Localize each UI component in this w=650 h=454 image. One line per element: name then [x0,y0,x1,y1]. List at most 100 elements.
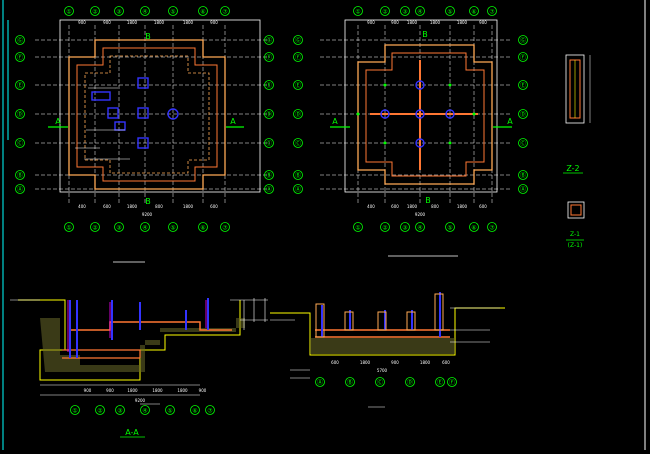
plan-right-axis-left-1 [293,35,303,45]
plan-left-axis-top-3-label: ③ [116,9,121,16]
plan-left-axis-top-5 [168,6,178,16]
plan-left-axis-right-3 [264,80,274,90]
section-aa-leaders [10,298,268,405]
plan-left-axis-bottom-5-label: ⑤ [170,225,175,232]
section-bb-posts [315,293,444,338]
plan-right-axis-bottom-7-label: ⑦ [489,225,495,232]
foundation-plan-right[interactable] [320,19,512,257]
plan-left-axis-bottom-6 [198,222,208,232]
plan-right-dim-bottom-5: 1800 [457,204,468,209]
plan-left-axis-top-5-label: ⑤ [170,9,175,16]
plan-right-axis-bottom-3 [400,222,410,232]
plan-right-axis-top-2-label: ② [382,9,388,16]
plan-right-axis-top-1-label: ① [355,9,360,16]
plan-right-axis-left-3 [293,80,303,90]
plan-left-axis-left-7 [15,184,25,194]
z2-label: Z-2 [566,164,579,173]
plan-left-axis-right-4 [264,109,274,119]
plan-left-axis-left-5 [15,138,25,148]
plan-right-axis-bottom-2 [380,222,390,232]
plan-left-axis-right-1-label: Ⓖ [266,37,272,45]
plan-left-dim-bottom-2: 600 [103,204,111,209]
plan-left-axis-right-5 [264,138,274,148]
plan-right-wall-inner [365,52,485,177]
section-aa-axis-1 [70,405,80,415]
plan-left-axis-right-4-label: Ⓓ [266,111,272,119]
section-aa-axis-5 [165,405,175,415]
section-aa-axis-1-label: ① [72,408,77,415]
section-aa-axis-5-label: ⑤ [167,408,172,415]
plan-right-axis-top-3 [400,6,410,16]
plan-left-dim-top-3: 1800 [127,20,138,25]
detail-z2[interactable] [563,54,591,174]
plan-right-axis-top-4 [415,6,425,16]
detail-z1[interactable] [566,201,585,241]
plan-right-axis-right-3-label: Ⓔ [520,82,526,90]
plan-left-grid [35,25,270,205]
section-aa-axis-7 [205,405,215,415]
plan-left-axis-top-4 [140,6,150,16]
plan-left-axis-bottom-2 [90,222,100,232]
section-aa-axis-3 [115,405,125,415]
plan-left-axis-bottom-3 [114,222,124,232]
plan-left-section-top: B [145,32,151,41]
plan-left-dim-bottom-3: 1800 [127,204,138,209]
plan-right-dim-bottom-3: 1800 [407,204,418,209]
z1-sublabel: (Z-1) [568,242,583,249]
section-aa-slab [70,321,232,331]
plan-left-dim-top-2: 900 [103,20,111,25]
plan-right-axis-bottom-1 [353,222,363,232]
section-bb-axis-5-label: Ⓔ [437,379,443,387]
plan-left-axis-bottom-7 [220,222,230,232]
plan-right-dim-top-6: 900 [479,20,487,25]
plan-left-axis-left-6 [15,170,25,180]
plan-left-annotations [75,87,130,160]
plan-right-axis-top-6 [469,6,479,16]
section-aa-axis-2 [95,405,105,415]
plan-left-wall-outer [68,39,226,190]
plan-right-section-right: A [507,117,513,126]
plan-left-axis-left-3-label: Ⓔ [17,82,23,90]
section-bb-dim-total: 5700 [377,368,388,373]
plan-right-axis-right-2-label: Ⓕ [520,54,526,62]
plan-left-axis-right-3-label: Ⓔ [266,82,272,90]
section-aa-fill [40,318,245,372]
section-bb-axis-1 [315,377,325,387]
section-bb-dim-1: 600 [331,360,339,365]
section-aa[interactable] [10,298,268,438]
section-bb[interactable] [270,292,505,408]
plan-right-axis-top-7-label: ⑦ [489,9,495,16]
section-bb-axis-4 [405,377,415,387]
plan-right-columns [380,80,455,148]
z2-outline [565,54,585,124]
section-bb-axis-3 [375,377,385,387]
plan-left-axis-right-6-label: Ⓑ [266,172,272,180]
plan-right-axis-top-5 [445,6,455,16]
section-bb-dim-5: 600 [442,360,450,365]
plan-right-dim-bottom-4: 800 [431,204,439,209]
foundation-plan-left[interactable] [35,19,270,205]
section-aa-axis-6-label: ⑥ [192,408,197,415]
section-bb-slab [315,329,450,338]
plan-left-axis-top-1 [64,6,74,16]
plan-left-axis-top-6 [198,6,208,16]
section-aa-axis-3-label: ③ [117,408,122,415]
plan-right-section-bottom: B [425,196,431,205]
section-bb-axis-6-label: Ⓕ [449,379,455,387]
section-bb-axis-4-label: Ⓓ [407,379,413,387]
plan-right-axis-right-7-label: Ⓐ [520,186,526,194]
plan-right-dim-top-3: 1800 [407,20,418,25]
plan-left-axis-left-4-label: Ⓓ [17,111,23,119]
plan-left-section-left: A [55,117,61,126]
plan-right-axis-bottom-6-label: ⑥ [471,225,476,232]
plan-left-frame [59,19,261,193]
plan-left-axis-right-2-label: Ⓕ [266,54,272,62]
plan-left-dim-top-5: 1800 [183,20,194,25]
plan-right-section-left: A [332,117,338,126]
section-bb-dim-2: 1800 [360,360,371,365]
plan-left-axis-right-7-label: Ⓐ [266,186,272,194]
plan-right-axis-left-7 [293,184,303,194]
section-bb-dim-3: 900 [391,360,399,365]
